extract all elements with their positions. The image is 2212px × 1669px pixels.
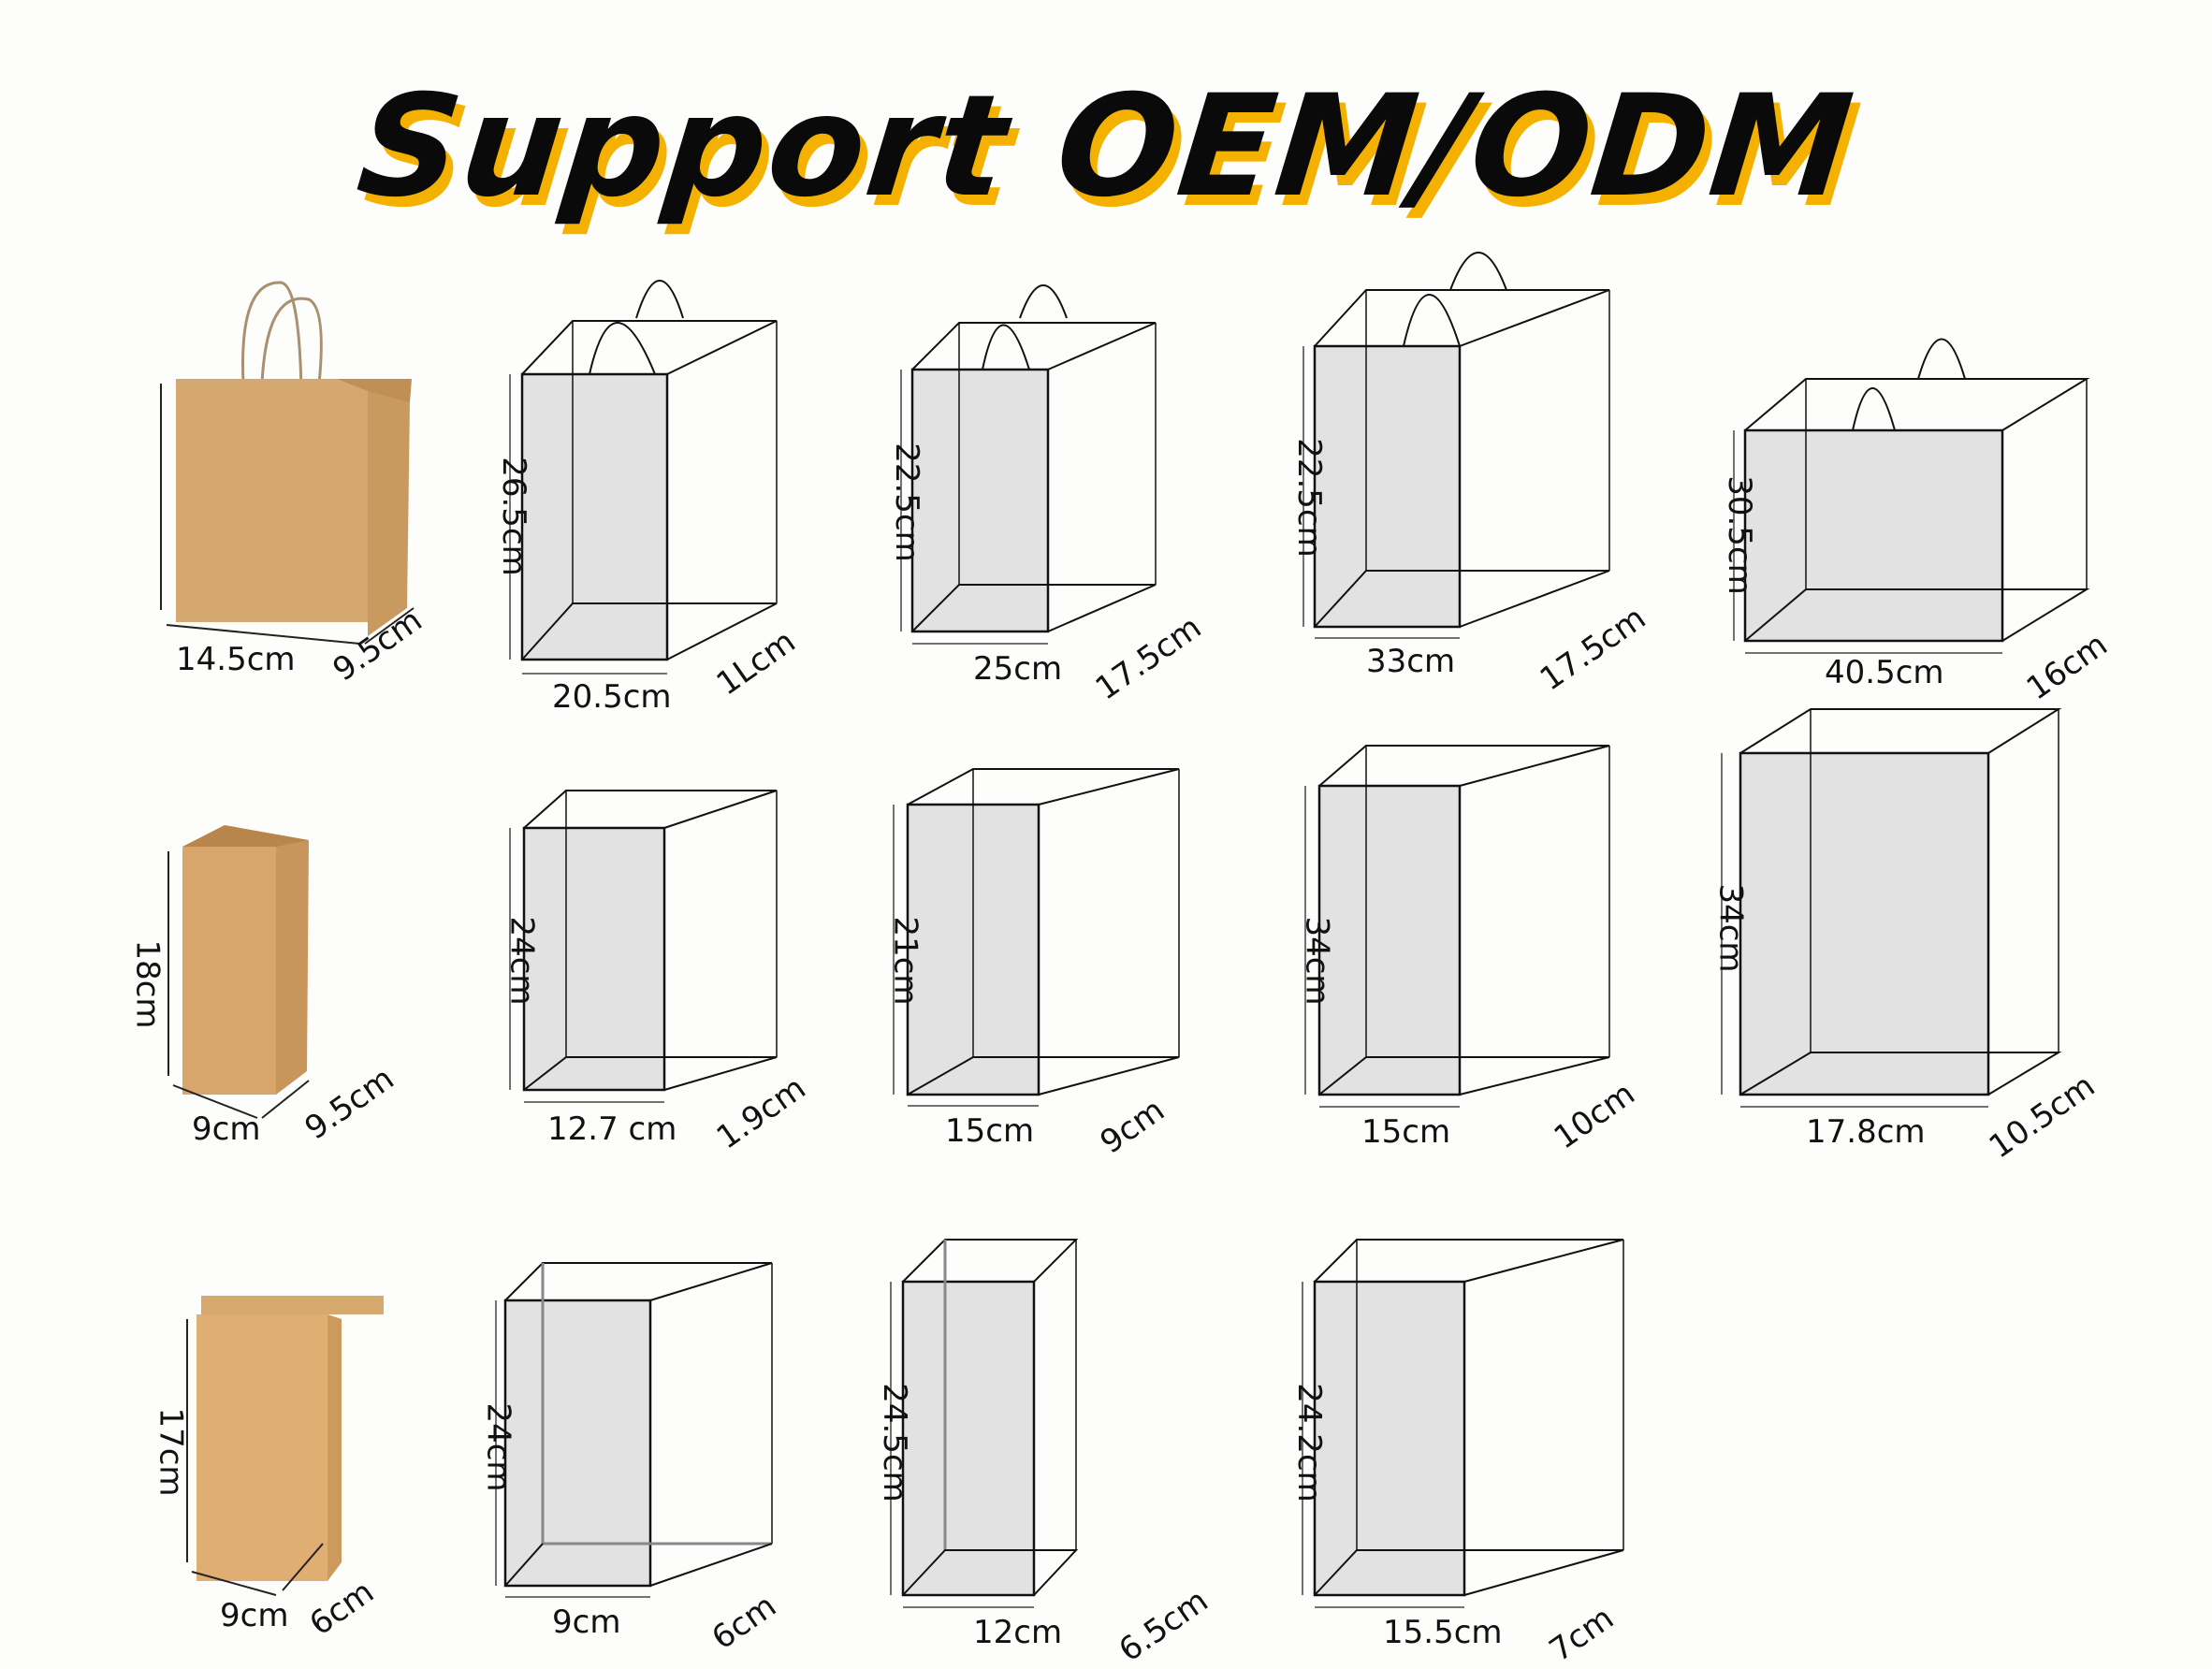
tin-tie-bag-illustration	[186, 1296, 384, 1596]
tin-tie-bag-wireframe-1: 24cm 9cm 6cm	[480, 1258, 795, 1657]
tin-tie-bag-wireframe-2: 24.5cm 12cm 6.5cm	[876, 1226, 1216, 1669]
width-label: 33cm	[1366, 643, 1456, 680]
box-wireframe	[890, 1239, 1079, 1608]
width-label: 20.5cm	[552, 678, 672, 716]
height-label: 22.5cm	[887, 443, 925, 562]
sos-bag-illustration	[167, 825, 310, 1119]
box-wireframe	[1302, 252, 1610, 639]
handle-bag-illustration	[160, 281, 415, 645]
height-label: 24.2cm	[1289, 1383, 1328, 1502]
height-label: 17cm	[152, 1407, 190, 1497]
height-label: 30.5cm	[1720, 475, 1758, 595]
width-label: 9cm	[192, 1110, 261, 1148]
tin-tie-bag-wireframe-3: 24.2cm 15.5cm 7cm	[1290, 1226, 1647, 1669]
height-label: 26.5cm	[494, 457, 532, 576]
handle-bag-wireframe-1: 26.5cm 20.5cm 1Lcm	[495, 253, 805, 713]
sos-bag-wireframe-4: 34cm 17.8cm 10.5cm	[1712, 706, 2102, 1166]
box-wireframe	[1733, 338, 2090, 654]
kraft-handle-bag-photo: 14.5cm 9.5cm	[150, 271, 449, 689]
height-label: 21cm	[886, 916, 924, 1006]
width-label: 12cm	[973, 1614, 1063, 1651]
kraft-tin-tie-bag-photo: 17cm 9cm 6cm	[140, 1282, 440, 1643]
width-label: 15cm	[945, 1112, 1035, 1150]
box-wireframe	[495, 1262, 773, 1598]
sos-bag-wireframe-1: 24cm 12.7 cm 1.9cm	[502, 786, 812, 1156]
box-wireframe	[1302, 1239, 1624, 1608]
height-label: 24cm	[502, 916, 541, 1006]
width-label: 12.7 cm	[547, 1110, 677, 1148]
height-label: 22.5cm	[1289, 438, 1328, 558]
sos-bag-wireframe-3: 34cm 15cm 10cm	[1299, 744, 1642, 1156]
width-label: 9cm	[220, 1597, 289, 1634]
page-title: Support OEM/ODM	[350, 65, 1862, 228]
box-wireframe	[1304, 745, 1610, 1108]
width-label: 14.5cm	[176, 641, 296, 678]
width-label: 15cm	[1361, 1113, 1451, 1151]
box-wireframe	[509, 280, 778, 675]
width-label: 9cm	[552, 1604, 621, 1641]
height-label: 18cm	[128, 939, 167, 1029]
height-label: 24cm	[479, 1402, 517, 1492]
box-wireframe	[900, 284, 1157, 645]
handle-bag-wireframe-4: 30.5cm 40.5cm 16cm	[1721, 318, 2115, 707]
box-wireframe	[509, 790, 778, 1103]
box-wireframe	[1721, 708, 2062, 1108]
height-label: 34cm	[1298, 916, 1336, 1006]
box-wireframe	[893, 768, 1180, 1107]
handle-bag-wireframe-2: 22.5cm 25cm 17.5cm	[888, 262, 1208, 707]
height-label: 34cm	[1711, 883, 1750, 973]
kraft-sos-bag-photo: 18cm 9cm 9.5cm	[128, 814, 440, 1151]
height-label: 24.5cm	[875, 1383, 913, 1502]
width-label: 15.5cm	[1383, 1614, 1503, 1651]
width-label: 40.5cm	[1825, 654, 1944, 691]
sos-bag-wireframe-2: 21cm 15cm 9cm	[887, 767, 1198, 1161]
width-label: 17.8cm	[1806, 1113, 1926, 1151]
width-label: 25cm	[973, 650, 1063, 688]
handle-bag-wireframe-3: 22.5cm 33cm 17.5cm	[1290, 234, 1652, 698]
